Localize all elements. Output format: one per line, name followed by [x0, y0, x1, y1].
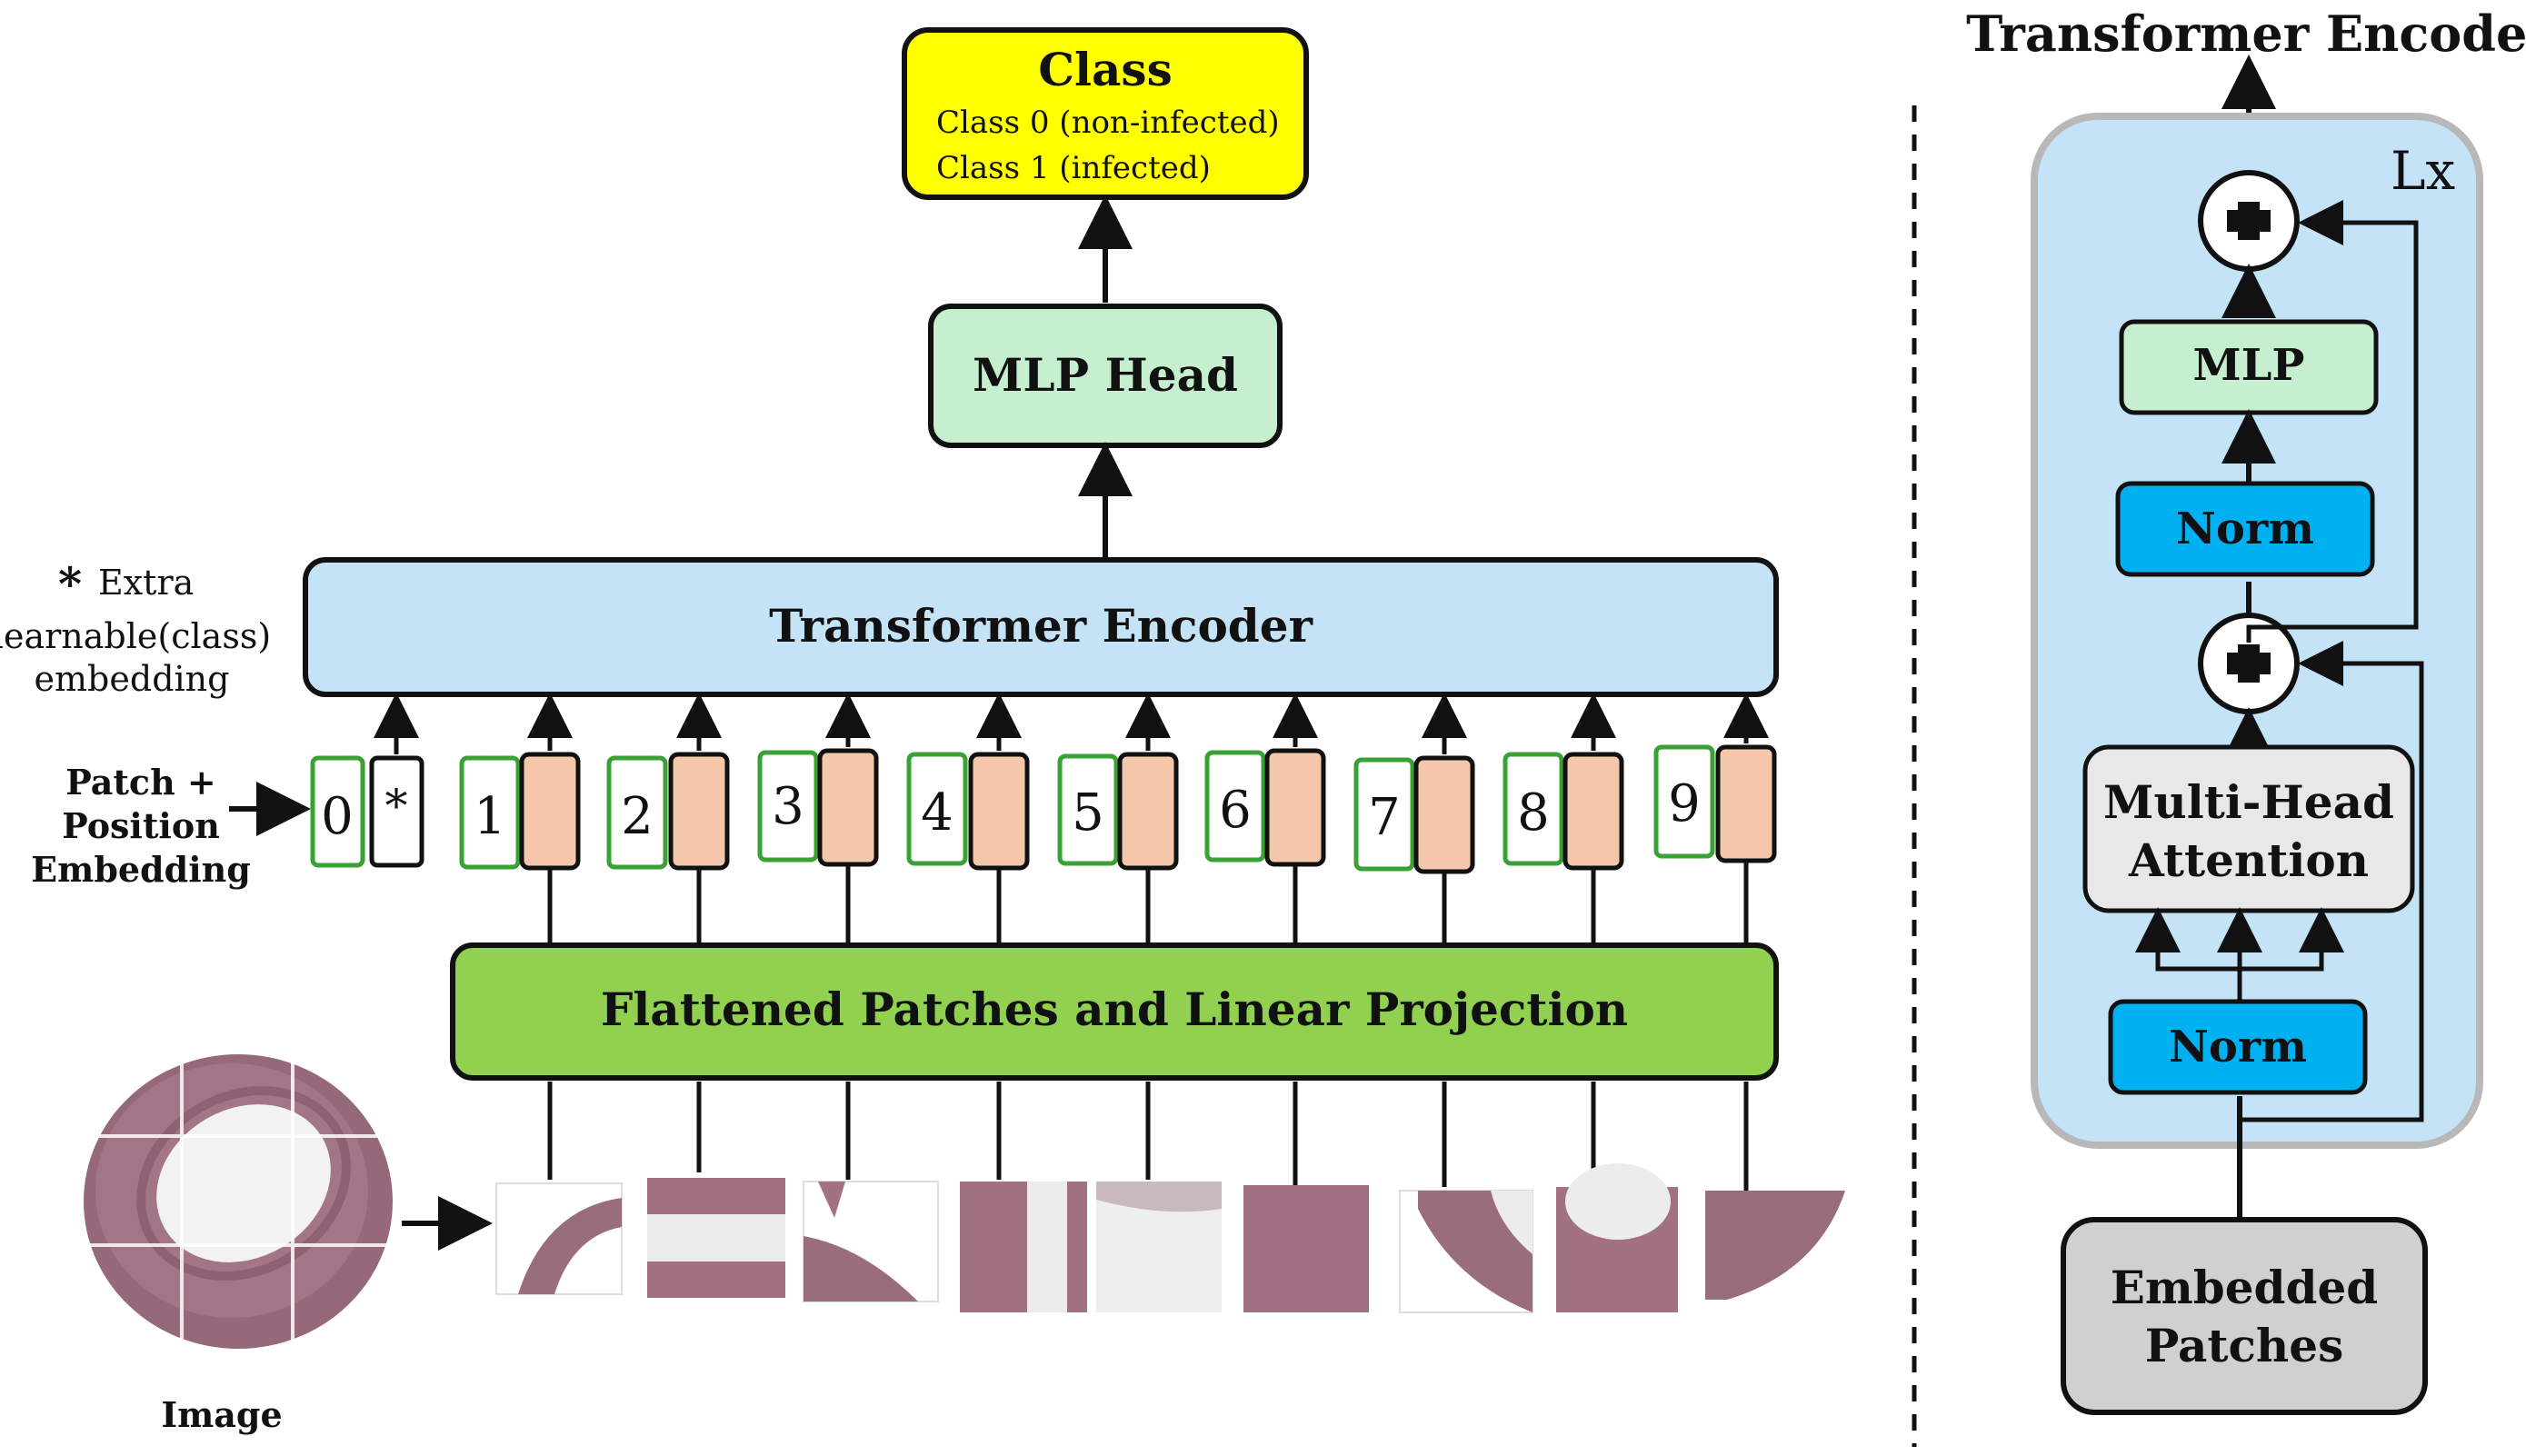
patch-connectors: [547, 1082, 1749, 1191]
token-class-label: *: [385, 780, 408, 833]
norm-top-label: Norm: [2176, 504, 2314, 554]
image-patches: [495, 1163, 1849, 1318]
patch-embedding-7: [1413, 755, 1475, 874]
token-2-label: 2: [621, 787, 654, 846]
residual-top: [2246, 200, 2419, 643]
patch-embedding-6: [1264, 748, 1326, 867]
token-6-label: 6: [1219, 781, 1252, 840]
patch-pos-line3: Embedding: [31, 849, 251, 890]
image-patch-7: [1399, 1190, 1533, 1313]
token-1-label: 1: [474, 787, 506, 846]
patch-embedding-3: [817, 748, 879, 867]
add-node-top: [2198, 170, 2300, 272]
class-0-label: Class 0 (non-infected): [936, 105, 1280, 141]
flattened-patches-box: Flattened Patches and Linear Projection: [450, 942, 1779, 1081]
extra-embedding-note: * Extra learnable(class) embedding: [0, 557, 271, 699]
mha-line1: Multi-Head: [2103, 775, 2394, 829]
token-9-label: 9: [1668, 774, 1701, 833]
token-5-label: 5: [1072, 783, 1104, 843]
patch-embedding-8: [1563, 752, 1624, 871]
patch-embedding-1: [519, 752, 581, 871]
token-4: 4: [906, 752, 1030, 871]
token-9: 9: [1653, 744, 1777, 863]
mha-line2: Attention: [2128, 833, 2369, 887]
mlp-box: MLP: [2119, 319, 2379, 415]
token-5: 5: [1057, 752, 1179, 871]
class-1-label: Class 1 (infected): [936, 150, 1211, 186]
token-1: 1: [459, 752, 581, 871]
class-title: Class: [1038, 43, 1173, 96]
projection-connectors: [547, 861, 1749, 945]
token-4-label: 4: [921, 783, 953, 843]
token-8: 8: [1503, 752, 1624, 871]
token-class: *: [369, 755, 424, 868]
transformer-encoder-label: Transformer Encoder: [769, 599, 1313, 653]
mlp-label: MLP: [2193, 340, 2305, 391]
extra-note-line3: embedding: [35, 659, 230, 699]
image-patch-8: [1556, 1163, 1678, 1312]
qkv-arrows: [2135, 907, 2344, 1000]
mlp-head-box: MLP Head: [928, 304, 1283, 448]
encoder-detail-title: Transformer Encoder: [1966, 5, 2526, 63]
image-patch-6: [1243, 1185, 1369, 1312]
patch-position-label: Patch + Position Embedding: [31, 762, 251, 890]
token-3-label: 3: [772, 777, 804, 836]
embedded-line2: Patches: [2145, 1319, 2344, 1372]
patch-embedding-4: [968, 752, 1030, 871]
flattened-patches-label: Flattened Patches and Linear Projection: [601, 982, 1628, 1036]
image-patch-5: [1096, 1182, 1222, 1312]
image-patch-2: [647, 1178, 785, 1298]
multi-head-attention-box: Multi-Head Attention: [2082, 744, 2415, 913]
embedded-line1: Embedded: [2111, 1261, 2378, 1314]
token-2: 2: [606, 752, 730, 871]
residual-bottom: [2240, 641, 2424, 1122]
token-3: 3: [757, 748, 879, 867]
input-image: [80, 1054, 393, 1349]
image-patch-4: [960, 1182, 1087, 1312]
embedded-patches-box: Embedded Patches: [2061, 1217, 2428, 1415]
token-0-label: 0: [321, 787, 354, 846]
token-7: 7: [1353, 755, 1475, 874]
patch-pos-line2: Position: [62, 805, 220, 846]
patch-embedding-2: [668, 752, 730, 871]
mlp-head-label: MLP Head: [973, 348, 1238, 402]
image-patch-3: [803, 1181, 939, 1302]
norm-bottom-box: Norm: [2108, 999, 2368, 1095]
patch-embedding-9: [1715, 744, 1777, 863]
class-box: Class Class 0 (non-infected) Class 1 (in…: [902, 27, 1309, 200]
token-0: 0: [310, 755, 365, 868]
token-7-label: 7: [1368, 788, 1401, 847]
image-label: Image: [161, 1394, 282, 1435]
norm-bottom-label: Norm: [2169, 1022, 2307, 1072]
extra-note-line2: learnable(class): [0, 616, 271, 656]
token-6: 6: [1204, 748, 1326, 867]
star-glyph: *: [58, 557, 82, 611]
repeat-label: Lx: [2391, 140, 2455, 202]
image-patch-1: [495, 1182, 623, 1295]
transformer-encoder-box: Transformer Encoder: [303, 557, 1779, 697]
embedding-to-encoder-arrows: [527, 693, 1769, 754]
token-8-label: 8: [1517, 783, 1550, 843]
norm-top-box: Norm: [2115, 481, 2375, 577]
patch-embedding-5: [1117, 752, 1179, 871]
patch-pos-line1: Patch +: [65, 762, 216, 803]
extra-note-line1: Extra: [98, 563, 194, 603]
image-patch-9: [1705, 1191, 1849, 1318]
